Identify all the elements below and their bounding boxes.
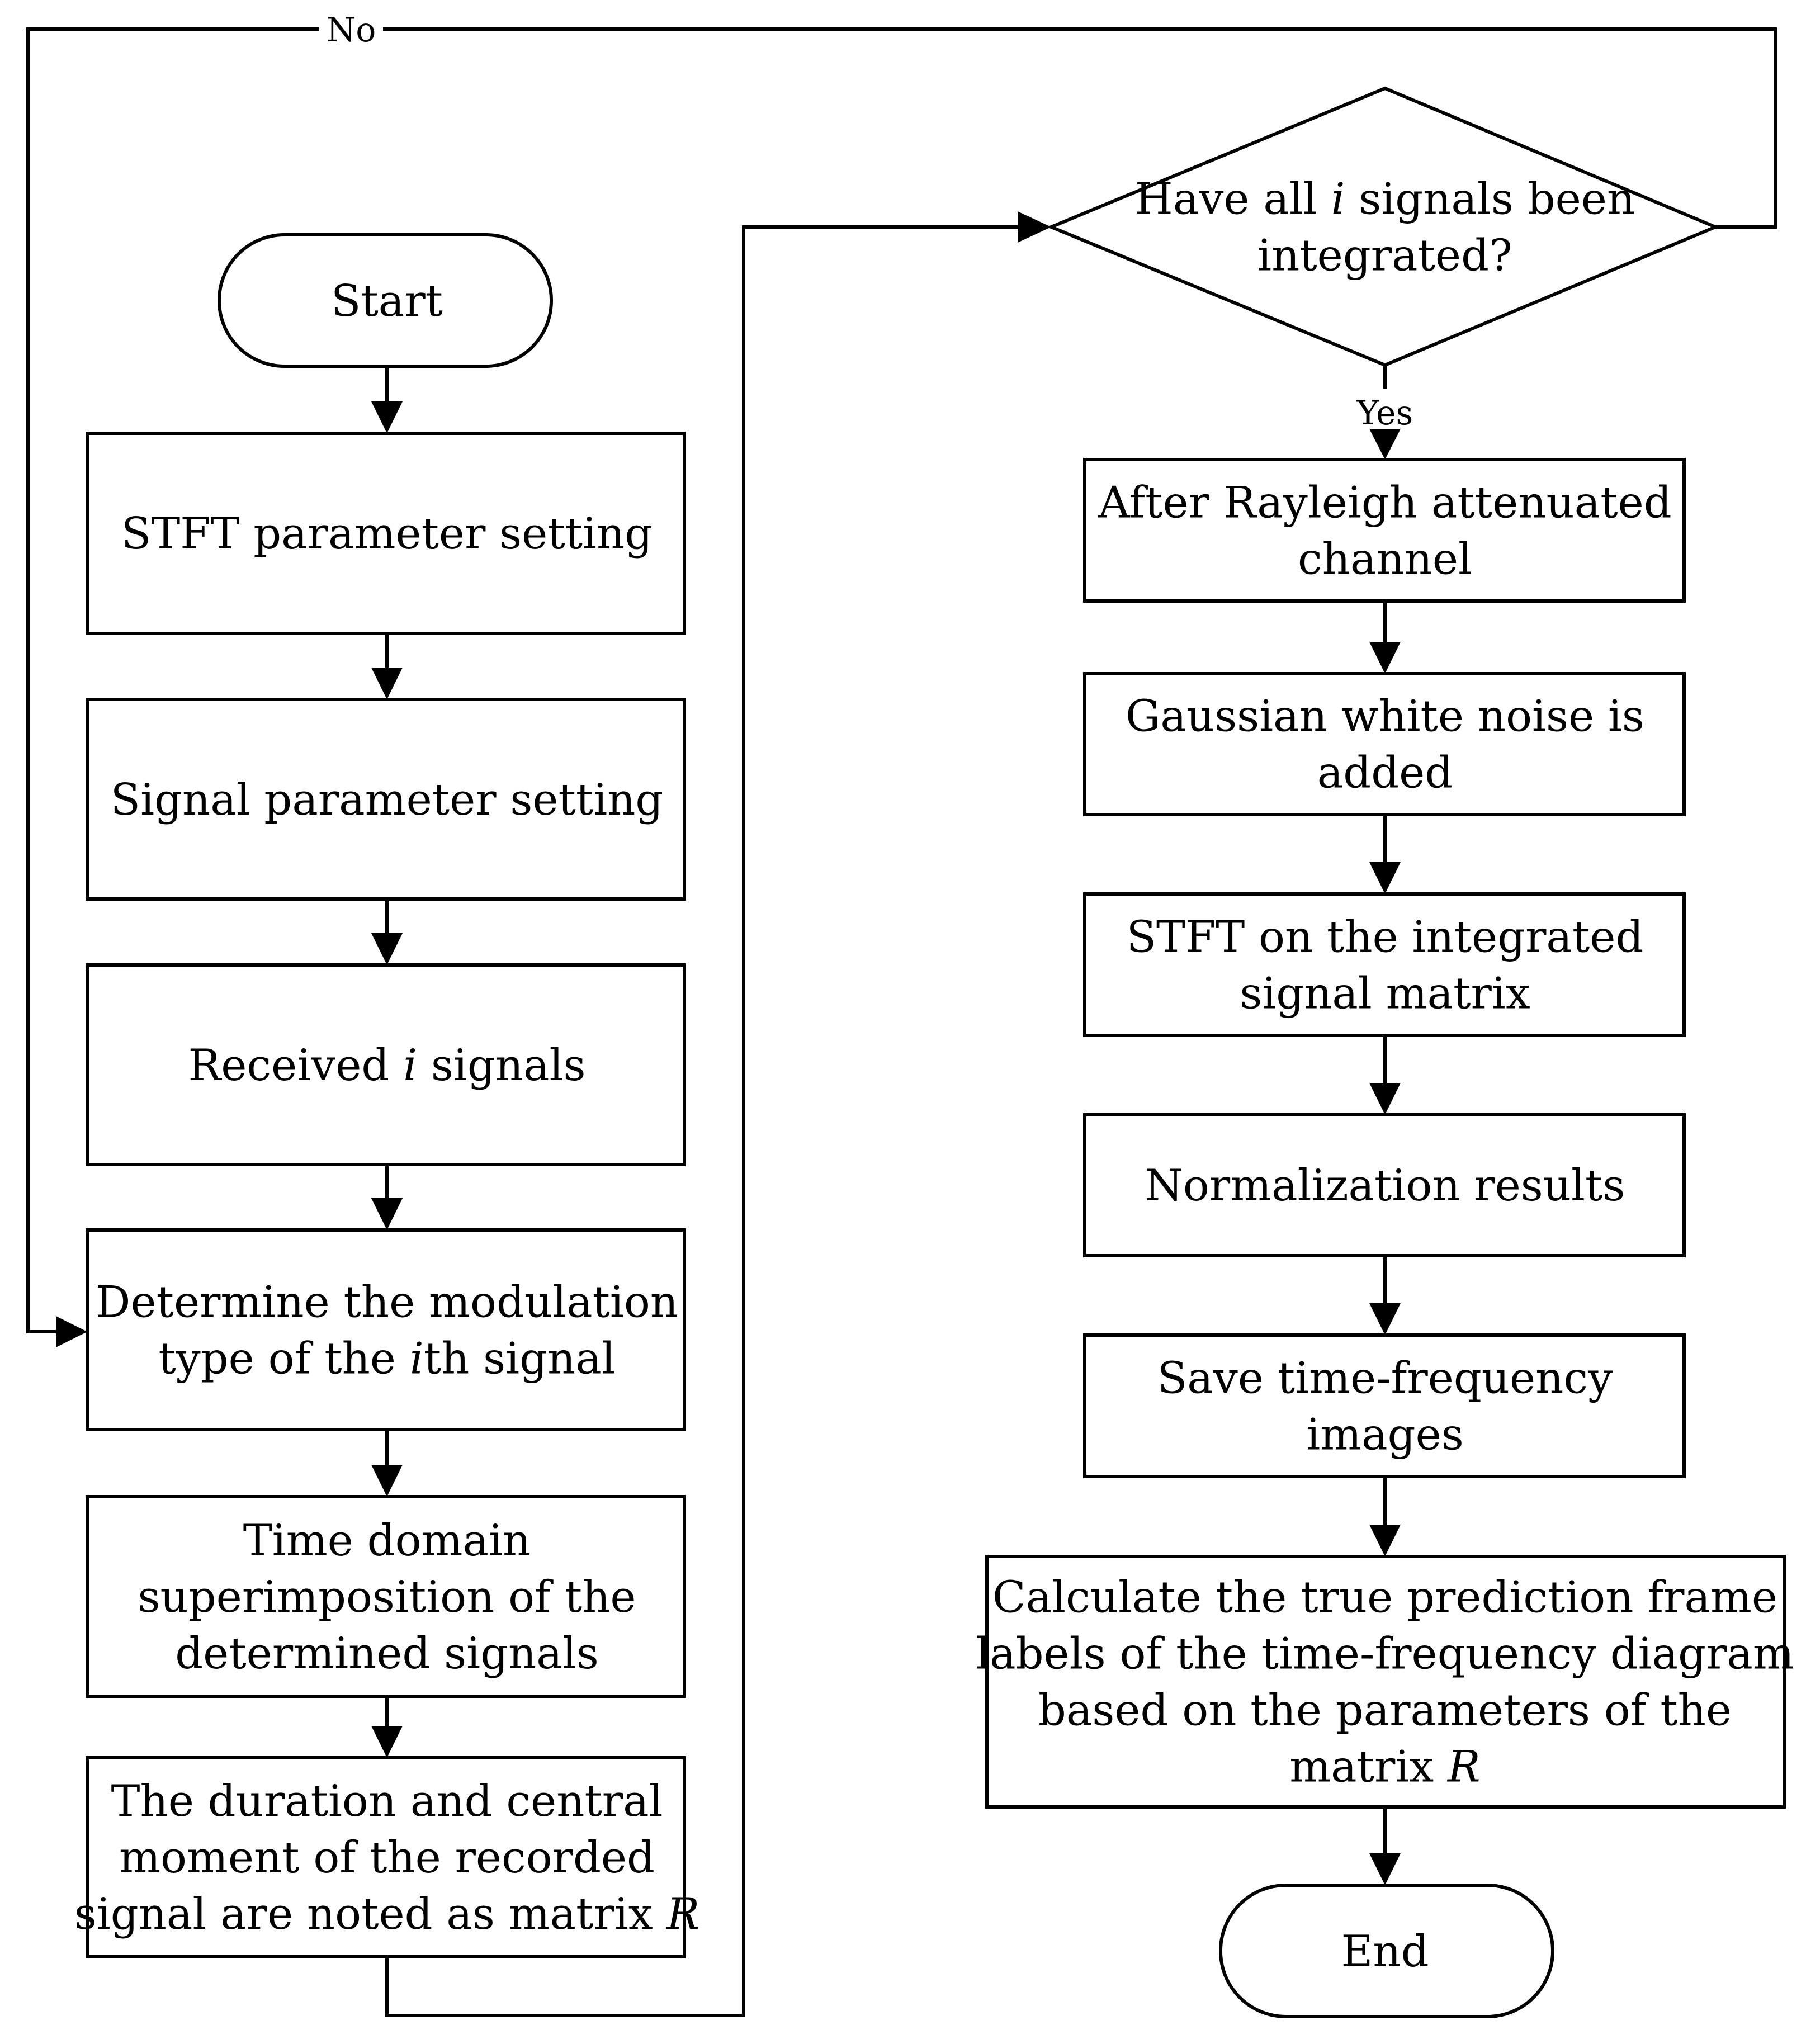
node-text-segment: images	[1306, 1410, 1464, 1460]
connectors	[26, 27, 1777, 2017]
arrowhead	[56, 1316, 87, 1347]
arrowhead	[1369, 642, 1401, 674]
normalization-results-box	[1083, 1113, 1686, 1257]
node-text-segment: i	[1331, 174, 1345, 225]
edge-label-yes: Yes	[1356, 394, 1413, 433]
node-text-segment: th signal	[424, 1334, 616, 1384]
yes-label-background	[1348, 389, 1422, 429]
node-text-segment: signals been	[1345, 174, 1635, 225]
node-text-segment: STFT on the integrated	[1127, 912, 1644, 963]
node-text-segment: STFT parameter setting	[121, 509, 653, 559]
signal-parameter-setting-label: Signal parameter setting	[111, 775, 664, 825]
calculate-labels-label: Calculate the true prediction frame label…	[976, 1573, 1794, 1792]
end-terminal	[1219, 1884, 1554, 2018]
node-text-segment: Start	[331, 276, 443, 327]
end-label: End	[1341, 1927, 1429, 1977]
received-signals-box	[86, 963, 686, 1166]
decision-label: Have all i signals been integrated?	[1135, 174, 1635, 281]
duration-matrix-box	[86, 1756, 686, 1958]
arrowhead	[1018, 211, 1051, 243]
arrowhead	[371, 933, 403, 965]
signal-parameter-setting-box	[86, 698, 686, 901]
node-text-segment: moment of the recorded	[119, 1833, 655, 1883]
arrowhead	[371, 1198, 403, 1230]
stft-integrated-matrix-box	[1083, 892, 1686, 1037]
arrowhead	[371, 668, 403, 699]
node-text-segment: Have all	[1135, 174, 1331, 225]
node-text-segment: Save time-frequency	[1157, 1354, 1613, 1404]
node-text-segment: integrated?	[1257, 231, 1512, 281]
arrowhead	[1369, 1525, 1401, 1556]
node-text-segment: labels of the time-frequency diagram	[976, 1629, 1794, 1679]
node-text-segment: Determine the modulation	[96, 1278, 678, 1328]
start-terminal	[218, 233, 553, 368]
node-text-segment: Gaussian white noise is	[1126, 692, 1644, 742]
node-text-segment: Normalization results	[1145, 1161, 1625, 1211]
time-domain-superimposition-box	[86, 1495, 686, 1698]
arrowhead	[371, 1726, 403, 1758]
node-text-segment: Received	[188, 1040, 403, 1091]
determine-modulation-box	[86, 1228, 686, 1431]
node-text-segment: End	[1341, 1927, 1429, 1977]
arrowhead	[1369, 1853, 1401, 1885]
arrowhead	[1369, 862, 1401, 894]
connector-decision-no-loop	[26, 27, 1777, 1333]
node-text-segment: Signal parameter setting	[111, 775, 664, 825]
node-text-segment: i	[410, 1334, 424, 1384]
node-text-segment: matrix	[1289, 1742, 1448, 1792]
node-text-segment: signals	[417, 1040, 585, 1091]
determine-modulation-label: Determine the modulation type of the ith …	[96, 1278, 678, 1384]
save-time-frequency-images-label: Save time-frequency images	[1157, 1354, 1613, 1460]
edge-label-no: No	[327, 11, 376, 50]
connector-duration-to-decision	[385, 225, 1018, 2017]
stft-parameter-setting-label: STFT parameter setting	[121, 509, 653, 559]
node-text-segment: Time domain	[243, 1516, 531, 1566]
arrowhead	[1369, 1083, 1401, 1115]
node-text-segment: R	[665, 1889, 699, 1939]
rayleigh-channel-box	[1083, 458, 1686, 603]
no-label-background	[319, 11, 383, 50]
arrowhead	[1369, 429, 1401, 460]
calculate-labels-box	[985, 1555, 1786, 1809]
node-text-segment: superimposition of the	[138, 1572, 636, 1622]
node-text-segment: based on the parameters of the	[1038, 1686, 1732, 1736]
node-text-segment: added	[1317, 748, 1453, 798]
node-text-segment: R	[1446, 1742, 1481, 1792]
stft-parameter-setting-box	[86, 432, 686, 635]
node-text-segment: signal matrix	[1240, 969, 1530, 1019]
all-signals-integrated-decision	[1047, 86, 1720, 367]
node-text-segment: determined signals	[175, 1629, 599, 1679]
received-signals-label: Received i signals	[188, 1040, 585, 1091]
normalization-results-label: Normalization results	[1145, 1161, 1625, 1211]
time-domain-superimposition-label: Time domain superimposition of the determi…	[138, 1516, 636, 1679]
start-label: Start	[331, 276, 443, 327]
node-text-segment: After Rayleigh attenuated	[1098, 478, 1671, 528]
node-text-segment: type of the	[158, 1334, 409, 1384]
node-text-segment: Calculate the true prediction frame	[992, 1573, 1777, 1623]
stft-integrated-matrix-label: STFT on the integrated signal matrix	[1127, 912, 1644, 1019]
node-text-segment: channel	[1298, 534, 1472, 585]
arrowhead	[1369, 1303, 1401, 1335]
arrowhead	[371, 401, 403, 433]
arrowhead	[371, 1465, 403, 1497]
node-text-segment: i	[403, 1040, 417, 1091]
node-text-segment: The duration and central	[111, 1776, 663, 1827]
save-time-frequency-images-box	[1083, 1333, 1686, 1478]
node-text-segment: signal are noted as matrix	[74, 1889, 667, 1939]
gaussian-noise-box	[1083, 672, 1686, 816]
duration-matrix-label: The duration and central moment of the re…	[74, 1776, 699, 1939]
rayleigh-channel-label: After Rayleigh attenuated channel	[1098, 478, 1671, 585]
gaussian-noise-label: Gaussian white noise is added	[1126, 692, 1644, 798]
